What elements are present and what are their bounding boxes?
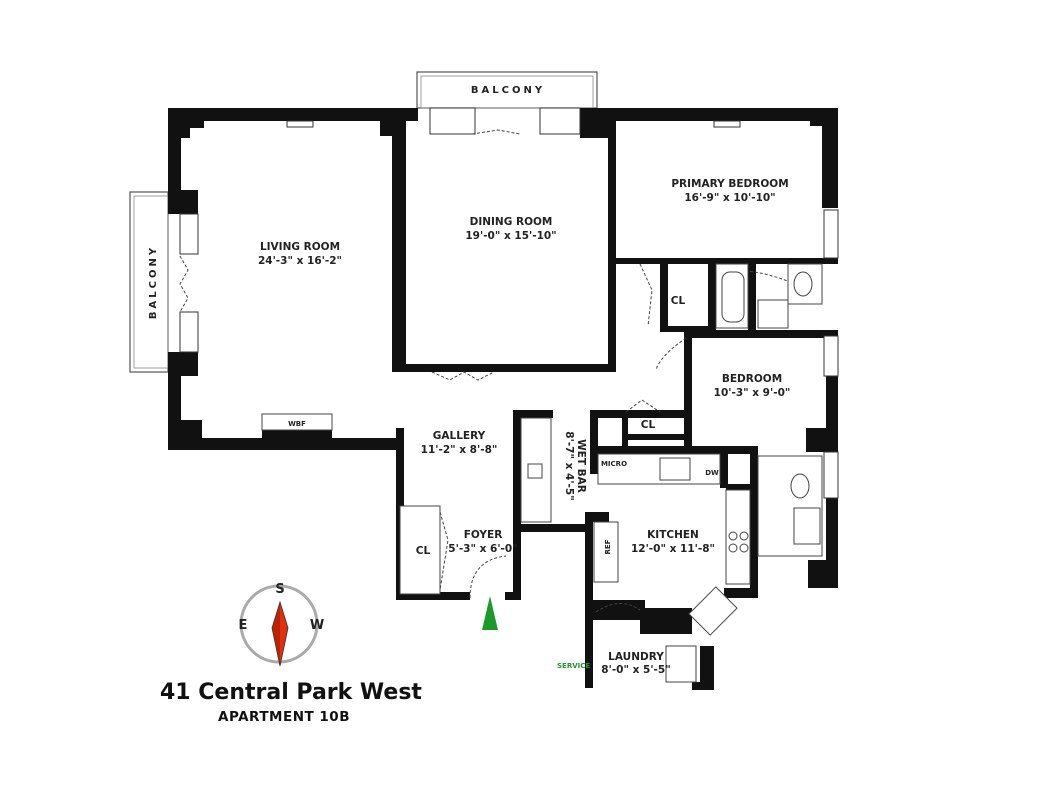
- kitchen-name: KITCHEN: [647, 529, 699, 541]
- gallery-dims: 11'-2" x 8'-8": [421, 444, 498, 456]
- balcony-left: BALCONY: [129, 191, 169, 373]
- balcony-left-label: BALCONY: [148, 245, 159, 319]
- gallery-name: GALLERY: [433, 430, 486, 442]
- compass-south-label: S: [275, 582, 284, 597]
- micro-label: MICRO: [601, 460, 627, 468]
- compass-west-label: W: [310, 618, 324, 633]
- bedroom-name: BEDROOM: [722, 373, 782, 385]
- foyer-dims: 5'-3" x 6'-0": [448, 543, 517, 555]
- closet-kitchen-label: CL: [641, 419, 656, 431]
- apartment-subtitle: APARTMENT 10B: [218, 709, 350, 725]
- closet-primary-label: CL: [671, 295, 686, 307]
- living-room-name: LIVING ROOM: [260, 241, 340, 253]
- dining-room-dims: 19'-0" x 15'-10": [465, 230, 556, 242]
- primary-bedroom-name: PRIMARY BEDROOM: [671, 178, 788, 190]
- balcony-top: BALCONY: [416, 71, 598, 109]
- wet-bar-name: WET BAR: [575, 439, 587, 493]
- balcony-top-label: BALCONY: [471, 85, 545, 96]
- exterior-walls: [168, 108, 838, 690]
- closet-foyer-label: CL: [416, 545, 431, 557]
- laundry-name: LAUNDRY: [608, 651, 664, 663]
- entry-arrow-icon: [482, 596, 498, 630]
- ref-label: REF: [604, 539, 612, 554]
- dining-room-name: DINING ROOM: [470, 216, 553, 228]
- bedroom-dims: 10'-3" x 9'-0": [714, 387, 791, 399]
- laundry-dims: 8'-0" x 5'-5": [601, 664, 670, 676]
- windows: [179, 107, 839, 499]
- living-room-dims: 24'-3" x 16'-2": [258, 255, 342, 267]
- compass-east-label: E: [239, 618, 248, 633]
- wbf-label: WBF: [288, 420, 306, 428]
- compass-icon: S E W: [239, 582, 324, 667]
- wet-bar-dims: 8'-7" x 4'-5": [563, 431, 575, 500]
- dw-label: DW: [705, 469, 719, 477]
- kitchen-dims: 12'-0" x 11'-8": [631, 543, 715, 555]
- service-label: SERVICE: [557, 662, 590, 670]
- foyer-name: FOYER: [464, 529, 503, 541]
- fixtures: WBF: [261, 263, 823, 683]
- primary-bedroom-dims: 16'-9" x 10'-10": [684, 192, 775, 204]
- property-title: 41 Central Park West: [160, 680, 422, 705]
